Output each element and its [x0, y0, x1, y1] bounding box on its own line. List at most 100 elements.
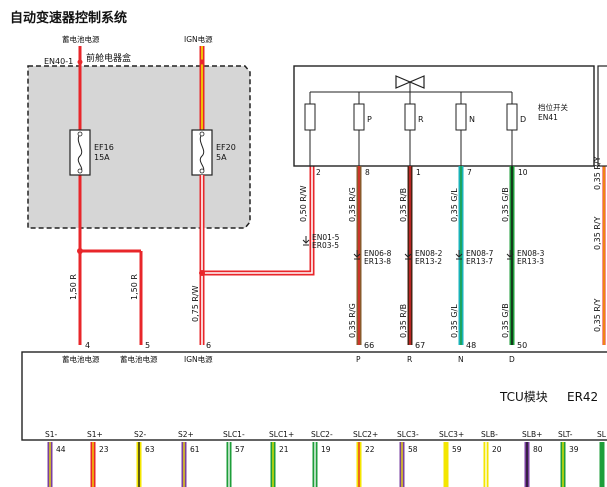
tcu-bottom-labels: S1- S1+ S2- S2+ SLC1- SLC1+ SLC2- SLC2+ … [45, 430, 607, 439]
tcu-bot-label-slc1-plus: SLC1+ [269, 430, 294, 439]
wire-label-ign: 0,75 R/W [191, 285, 200, 322]
switch-resistors [304, 92, 518, 166]
fusebox-label: 前舱电器盒 [86, 52, 131, 64]
tcu-bot-pin-58: 58 [408, 445, 418, 454]
tcu-bot-pin-39: 39 [569, 445, 579, 454]
tcu-bot-label-s2-minus: S2- [134, 430, 147, 439]
tcu-label-d: D [509, 355, 515, 364]
fuse-ef16-rating: 15A [94, 153, 110, 162]
tcu-label-bat2: 蓄电池电源 [120, 354, 158, 364]
tcu-bot-pin-59: 59 [452, 445, 462, 454]
fuse-ef16-element [77, 133, 83, 173]
tcu-bot-pin-20: 20 [492, 445, 502, 454]
tcu-connector: ER42 [567, 390, 598, 404]
connector-n: EN08-7 ER13-7 [455, 249, 494, 266]
fuse-ef16-name: EF16 [94, 143, 114, 152]
tcu-bot-label-s1-minus: S1- [45, 430, 58, 439]
gear-switch-label: 档位开关 [538, 102, 568, 112]
wire-label-sw-ign: 0,50 R/W [299, 185, 308, 222]
tcu-bot-label-slb-plus: SLB+ [522, 430, 542, 439]
tcu-label-p: P [356, 355, 361, 364]
tcu-bot-pin-61: 61 [190, 445, 200, 454]
right-component-box [597, 65, 607, 167]
tcu-bot-label-slc2-minus: SLC2- [311, 430, 333, 439]
ign-splice [199, 270, 205, 276]
tcu-bot-pin-80: 80 [533, 445, 543, 454]
switch-pin-2: 2 [316, 168, 321, 177]
gear-switch-connector: EN41 [538, 113, 558, 122]
tcu-label-n: N [458, 355, 464, 364]
tcu-label-ign: IGN电源 [184, 354, 213, 364]
switch-pin-10: 10 [518, 168, 528, 177]
switch-pos-n: N [469, 115, 475, 124]
svg-text:ER13-8: ER13-8 [364, 257, 391, 266]
tcu-bot-pin-44: 44 [56, 445, 66, 454]
tcu-bot-pin-23: 23 [99, 445, 109, 454]
tcu-pin-66: 66 [364, 341, 374, 350]
ign-node [199, 59, 205, 65]
tcu-bot-label-slc3-plus: SLC3+ [439, 430, 464, 439]
svg-text:EN06-8: EN06-8 [364, 249, 392, 258]
wire-label-d-top: 0,35 G/B [501, 187, 510, 222]
tcu-label-r: R [407, 355, 412, 364]
wire-label-bat: 1,50 R [69, 274, 78, 300]
tcu-pin-48: 48 [466, 341, 476, 350]
tcu-bot-label-sl: SL [597, 430, 607, 439]
battery-splice [77, 248, 83, 254]
tcu-bot-label-slc2-plus: SLC2+ [353, 430, 378, 439]
ign-source-label: IGN电源 [184, 34, 213, 44]
switch-pin-7: 7 [467, 168, 472, 177]
battery-source-label: 蓄电池电源 [62, 34, 100, 44]
tcu-bot-pin-21: 21 [279, 445, 289, 454]
battery-node [77, 59, 83, 65]
diagram-title: 自动变速器控制系统 [10, 10, 127, 26]
tcu-bottom-wires [47, 442, 605, 487]
wire-label-bat2: 1,50 R [130, 274, 139, 300]
wire-label-right-1: 0,35 R/Y [593, 156, 602, 190]
connector-ign: EN01-5 ER03-5 [302, 233, 340, 250]
svg-text:ER13-7: ER13-7 [466, 257, 493, 266]
wire-label-r-bot: 0,35 R/B [399, 304, 408, 338]
switch-pin-1: 1 [416, 168, 421, 177]
gear-switch-box [293, 65, 595, 167]
tcu-pin-50: 50 [517, 341, 527, 350]
tcu-module-box [21, 351, 607, 441]
fuse-ef20-element [199, 133, 205, 173]
fusebox-connector-label: EN40-1 [44, 57, 73, 66]
wire-label-p-bot: 0,35 R/G [348, 303, 357, 338]
tcu-pin-4: 4 [85, 341, 90, 350]
svg-text:EN01-5: EN01-5 [312, 233, 340, 242]
fuse-ef16 [69, 129, 91, 176]
wire-label-n-top: 0,35 G/L [450, 188, 459, 222]
tcu-label-bat1: 蓄电池电源 [62, 354, 100, 364]
tcu-bot-pin-57: 57 [235, 445, 245, 454]
switch-pos-d: D [520, 115, 526, 124]
fuse-ef20-rating: 5A [216, 153, 227, 162]
front-fusebox [27, 65, 251, 229]
switch-pin-8: 8 [365, 168, 370, 177]
tcu-bot-label-s2-plus: S2+ [178, 430, 194, 439]
switch-pos-r: R [418, 115, 424, 124]
tcu-bot-label-slt-minus: SLT- [558, 430, 573, 439]
tcu-bot-pin-19: 19 [321, 445, 331, 454]
tcu-pin-67: 67 [415, 341, 425, 350]
wire-label-p-top: 0,35 R/G [348, 187, 357, 222]
tcu-bot-label-slc1-minus: SLC1- [223, 430, 245, 439]
tcu-label: TCU模块 [499, 390, 548, 404]
tcu-pin-5: 5 [145, 341, 150, 350]
connector-r: EN08-2 ER13-2 [404, 249, 443, 266]
tcu-bot-label-s1-plus: S1+ [87, 430, 103, 439]
tcu-bottom-pins: 44 23 63 61 57 21 19 22 58 59 20 80 39 [56, 445, 579, 454]
fuse-ef20-name: EF20 [216, 143, 236, 152]
fuse-ef20 [191, 129, 213, 176]
svg-text:ER13-2: ER13-2 [415, 257, 442, 266]
switch-contact-icon [395, 75, 425, 89]
svg-text:EN08-2: EN08-2 [415, 249, 443, 258]
tcu-pin-6: 6 [206, 341, 211, 350]
connector-p: EN06-8 ER13-8 [353, 249, 392, 266]
svg-text:EN08-7: EN08-7 [466, 249, 494, 258]
svg-text:EN08-3: EN08-3 [517, 249, 545, 258]
wire-label-r-top: 0,35 R/B [399, 188, 408, 222]
svg-text:ER03-5: ER03-5 [312, 241, 339, 250]
switch-pos-p: P [367, 115, 372, 124]
